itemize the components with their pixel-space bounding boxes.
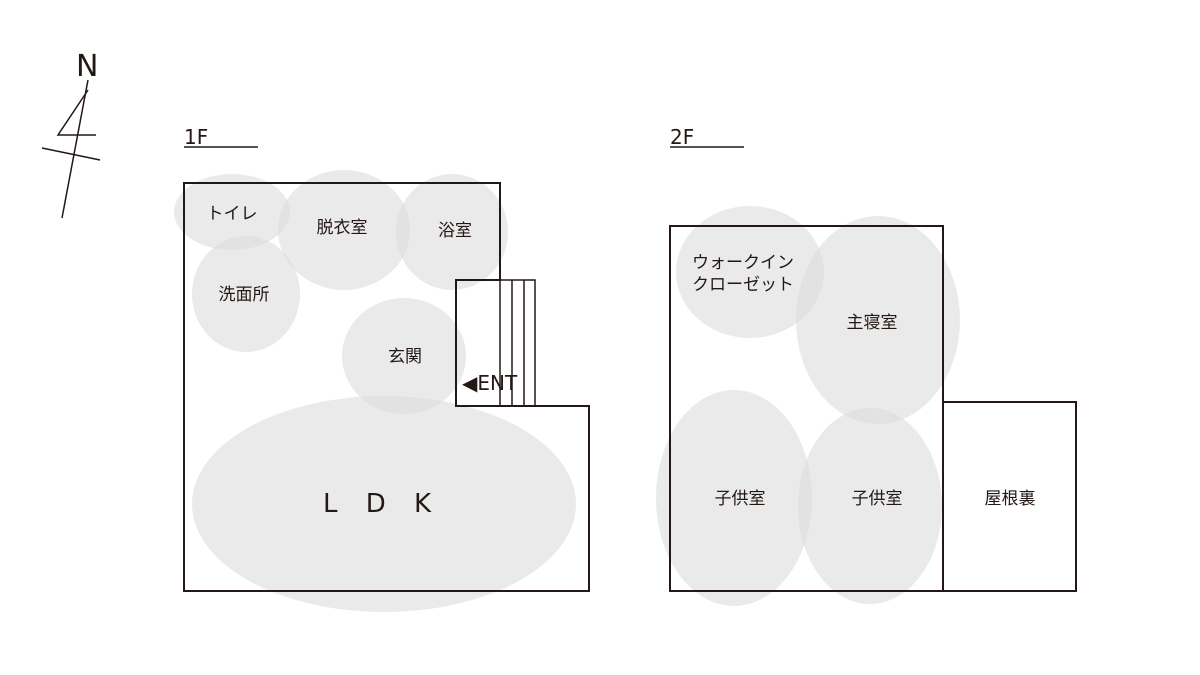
bubble-bath xyxy=(396,174,508,290)
room-label-dressing: 脱衣室 xyxy=(317,218,368,238)
bubble-walkin-closet xyxy=(676,206,824,338)
room-label-toilet: トイレ xyxy=(207,204,258,224)
bubble-child-room-2 xyxy=(798,408,942,604)
compass-north-label: N xyxy=(76,49,98,84)
north-compass: N xyxy=(41,49,101,219)
floor-2f-label: 2F xyxy=(670,125,694,149)
bubble-washroom xyxy=(192,236,300,352)
bubble-ldk xyxy=(192,396,576,612)
bubble-entrance xyxy=(342,298,466,414)
floor-2f: 2F ウォークイン クローゼット 主寝室 子供室 子供室 屋根裏 xyxy=(656,125,1077,606)
bubble-master-bedroom xyxy=(796,216,960,424)
room-label-bath: 浴室 xyxy=(438,221,472,241)
room-label-walkin-line2: クローゼット xyxy=(692,275,794,295)
bubble-toilet xyxy=(174,174,290,250)
attic-outline xyxy=(942,401,1077,592)
room-label-entrance: 玄関 xyxy=(388,347,422,367)
room-label-master-bedroom: 主寝室 xyxy=(847,312,898,333)
floor-1f: 1F トイレ 脱衣室 浴室 洗面所 玄関 L D K ◀ENT xyxy=(174,125,590,612)
compass-needle xyxy=(61,79,89,219)
entry-steps xyxy=(499,279,536,406)
floor-1f-outline xyxy=(183,182,590,592)
room-label-attic: 屋根裏 xyxy=(985,488,1036,509)
room-label-ldk: L D K xyxy=(323,489,441,519)
room-label-child-room-2: 子供室 xyxy=(852,489,903,509)
entry-label: ◀ENT xyxy=(462,371,518,395)
floor-1f-label: 1F xyxy=(184,125,208,149)
compass-crossbar xyxy=(41,147,101,161)
compass-arrow-head xyxy=(56,89,96,136)
room-label-washroom: 洗面所 xyxy=(219,285,270,305)
bubble-dressing xyxy=(278,170,410,290)
bubble-child-room-1 xyxy=(656,390,812,606)
room-label-walkin-line1: ウォークイン xyxy=(692,253,794,273)
room-label-child-room-1: 子供室 xyxy=(715,489,766,509)
